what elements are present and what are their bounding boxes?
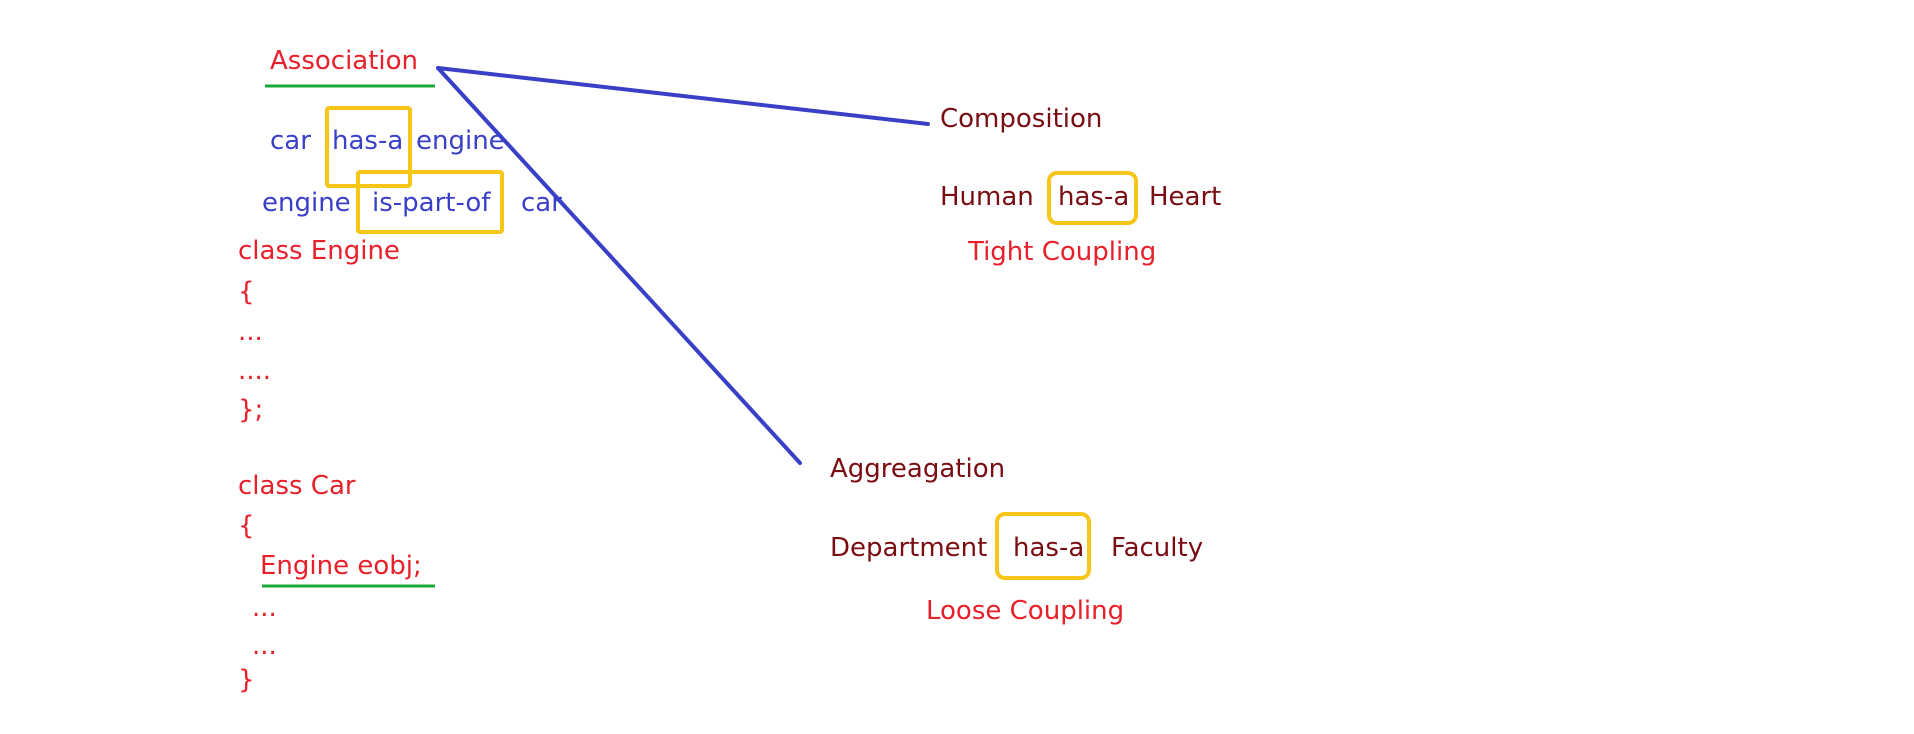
aggregation-word-has-a: has-a <box>1013 533 1085 563</box>
composition-word-has-a: has-a <box>1058 182 1130 212</box>
association-title: Association <box>270 46 419 76</box>
composition-coupling: Tight Coupling <box>968 237 1157 267</box>
aggregation-coupling: Loose Coupling <box>926 596 1125 626</box>
aggregation-title: Aggreagation <box>830 454 1006 484</box>
connector-association-aggregation <box>436 66 802 465</box>
composition-title: Composition <box>940 104 1103 134</box>
connector-association-composition <box>436 66 930 126</box>
highlight-box-composition-has-a <box>1047 171 1138 225</box>
highlight-box-aggregation-has-a <box>995 512 1091 580</box>
association-word-has-a: has-a <box>332 126 404 156</box>
code-car-close-brace: } <box>238 665 255 695</box>
code-car-open-brace: { <box>238 511 255 541</box>
code-class-car: class Car <box>238 471 356 501</box>
composition-word-heart: Heart <box>1149 182 1222 212</box>
code-engine-open-brace: { <box>238 277 255 307</box>
code-engine-ellipsis-1: ... <box>238 317 263 347</box>
association-word-engine: engine <box>416 126 505 156</box>
highlight-box-is-part-of <box>356 170 504 234</box>
aggregation-word-department: Department <box>830 533 988 563</box>
composition-word-human: Human <box>940 182 1034 212</box>
highlight-box-has-a <box>325 106 412 188</box>
code-class-engine: class Engine <box>238 236 400 266</box>
association-word-engine-2: engine <box>262 188 351 218</box>
aggregation-word-faculty: Faculty <box>1111 533 1204 563</box>
code-car-engine-member: Engine eobj; <box>260 551 422 581</box>
code-car-ellipsis-1: ... <box>252 593 277 623</box>
code-car-ellipsis-2: ... <box>252 631 277 661</box>
code-engine-ellipsis-2: .... <box>238 356 272 386</box>
association-word-is-part-of: is-part-of <box>372 188 491 218</box>
association-word-car: car <box>270 126 311 156</box>
code-engine-close-brace: }; <box>238 395 264 425</box>
association-word-car-2: car <box>521 188 562 218</box>
